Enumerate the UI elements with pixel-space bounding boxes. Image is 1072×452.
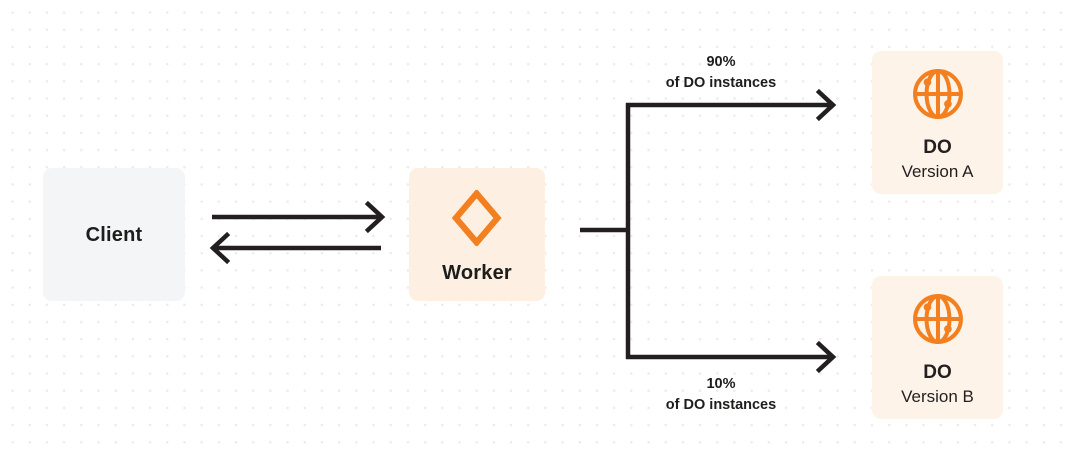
globe-icon <box>907 288 969 350</box>
edge-label-do-b: 10% of DO instances <box>628 374 814 416</box>
node-client[interactable]: Client <box>43 168 185 301</box>
edge-label-do-a-description: of DO instances <box>665 75 777 92</box>
arrow-worker-to-client <box>209 231 381 265</box>
node-do-version-a[interactable]: DO Version A <box>872 51 1003 194</box>
edge-label-do-b-description: of DO instances <box>665 397 777 414</box>
node-do-version-b[interactable]: DO Version B <box>872 276 1003 419</box>
arrow-client-to-worker <box>212 200 386 234</box>
arrow-worker-to-do-b <box>626 340 837 374</box>
node-worker-label: Worker <box>442 261 512 284</box>
node-client-label: Client <box>85 223 143 246</box>
edge-label-do-a: 90% of DO instances <box>628 52 814 94</box>
node-do-b-label: DO <box>923 361 952 383</box>
edge-label-do-b-percent: 10% <box>706 376 736 392</box>
node-worker[interactable]: Worker <box>409 168 545 301</box>
node-do-b-sublabel: Version B <box>901 386 974 406</box>
cloudflare-workers-icon <box>444 185 510 251</box>
arrow-worker-to-do-a <box>626 88 837 122</box>
edge-label-do-a-percent: 90% <box>706 54 736 70</box>
globe-icon <box>907 63 969 125</box>
node-do-a-label: DO <box>923 136 952 158</box>
node-do-a-sublabel: Version A <box>901 161 974 181</box>
